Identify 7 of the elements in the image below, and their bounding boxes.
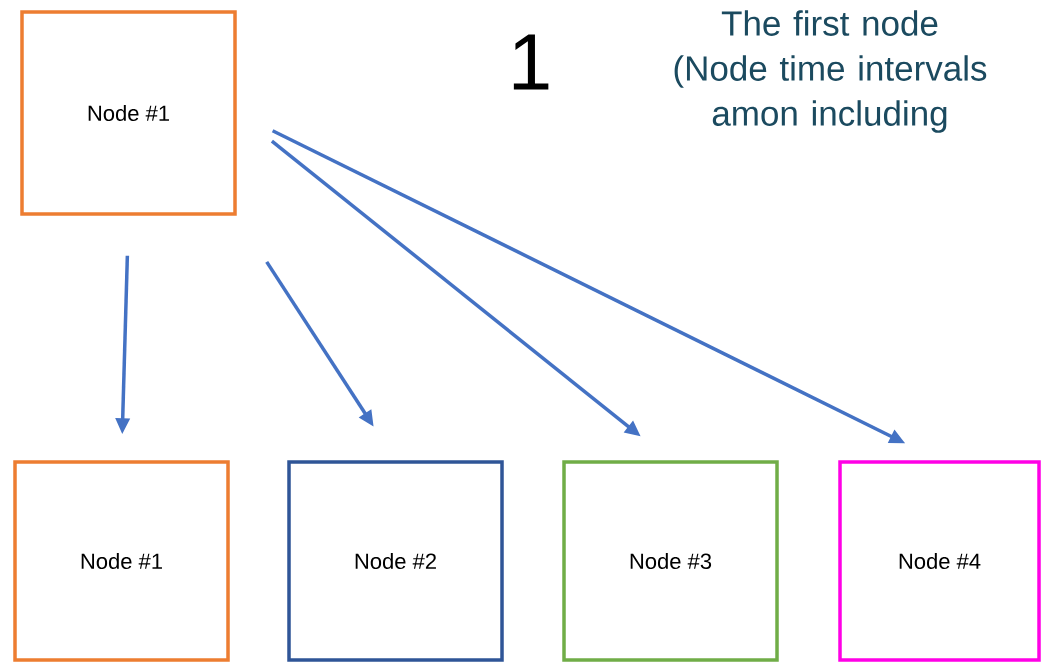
node-box: Node #1 — [20, 10, 237, 216]
description-text: The first node (Node time intervals amon including — [674, 10, 987, 133]
node-box: Node #4 — [838, 460, 1041, 662]
node-box: Node #1 — [13, 460, 230, 662]
node-box: Node #2 — [287, 460, 504, 662]
step-number: 1 — [513, 34, 549, 90]
node-box: Node #3 — [562, 460, 779, 662]
